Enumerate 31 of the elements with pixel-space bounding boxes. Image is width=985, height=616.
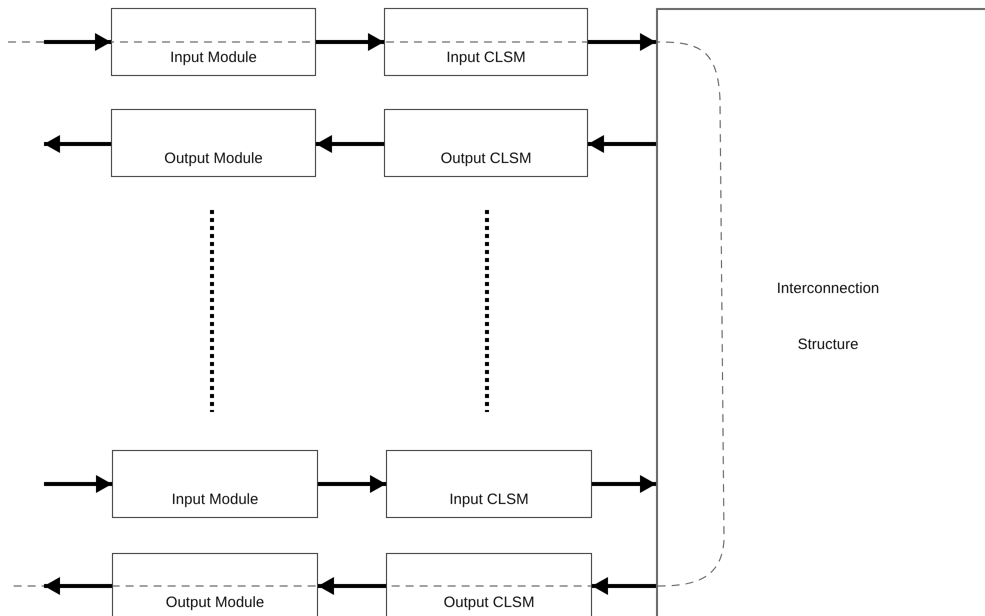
box-label: Structure	[798, 336, 858, 354]
arrow	[318, 475, 386, 493]
arrow	[44, 135, 111, 153]
module-box	[384, 109, 588, 177]
arrow	[44, 33, 111, 51]
box-label: Output CLSM	[440, 150, 532, 168]
box-label: Output CLSM	[444, 594, 534, 612]
module-box	[386, 450, 592, 518]
structure-panel	[656, 8, 985, 616]
arrow	[318, 577, 386, 595]
box-label: Input CLSM	[449, 491, 529, 509]
arrow	[316, 33, 384, 51]
box-label: Output Module	[166, 594, 264, 612]
arrow	[44, 475, 112, 493]
module-box	[112, 450, 318, 518]
arrow	[592, 577, 656, 595]
box-label: Input Module	[170, 49, 257, 67]
module-box	[384, 8, 588, 76]
box-label: Output Module	[164, 150, 263, 168]
box-label: Input Module	[172, 491, 258, 509]
arrow	[592, 475, 656, 493]
box-label: Interconnection	[776, 280, 880, 298]
module-box	[386, 553, 592, 616]
module-box	[111, 8, 316, 76]
arrow	[44, 577, 112, 595]
arrow	[588, 33, 656, 51]
box-label: Input CLSM	[446, 49, 526, 67]
arrow	[588, 135, 656, 153]
arrow	[316, 135, 384, 153]
module-box	[112, 553, 318, 616]
module-box	[111, 109, 316, 177]
